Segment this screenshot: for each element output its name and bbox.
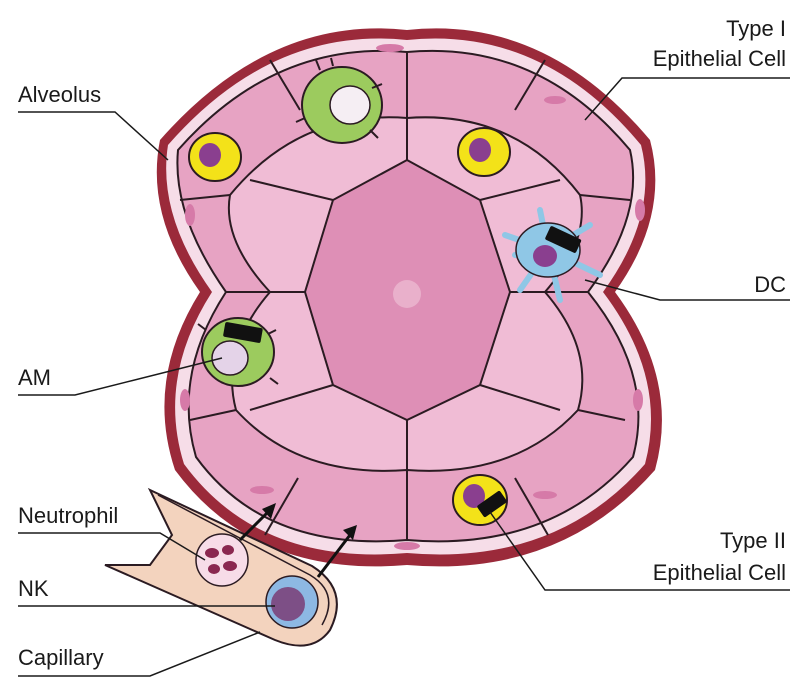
label-neutrophil: Neutrophil [18, 503, 118, 528]
type2-cell-bottom [453, 475, 507, 525]
label-type2-line2: Epithelial Cell [653, 560, 786, 585]
leader-alveolus [18, 112, 168, 160]
label-dc: DC [754, 272, 786, 297]
label-am: AM [18, 365, 51, 390]
nk-cell [266, 576, 318, 628]
label-type2-line1: Type II [720, 528, 786, 553]
alveolus-center-spot [393, 280, 421, 308]
type2-cell-top-right [458, 128, 510, 176]
label-nk: NK [18, 576, 49, 601]
label-type1-line1: Type I [726, 16, 786, 41]
label-type1-line2: Epithelial Cell [653, 46, 786, 71]
label-alveolus: Alveolus [18, 82, 101, 107]
type2-cell-left [189, 133, 241, 181]
alveolus [157, 28, 662, 566]
label-capillary: Capillary [18, 645, 104, 670]
